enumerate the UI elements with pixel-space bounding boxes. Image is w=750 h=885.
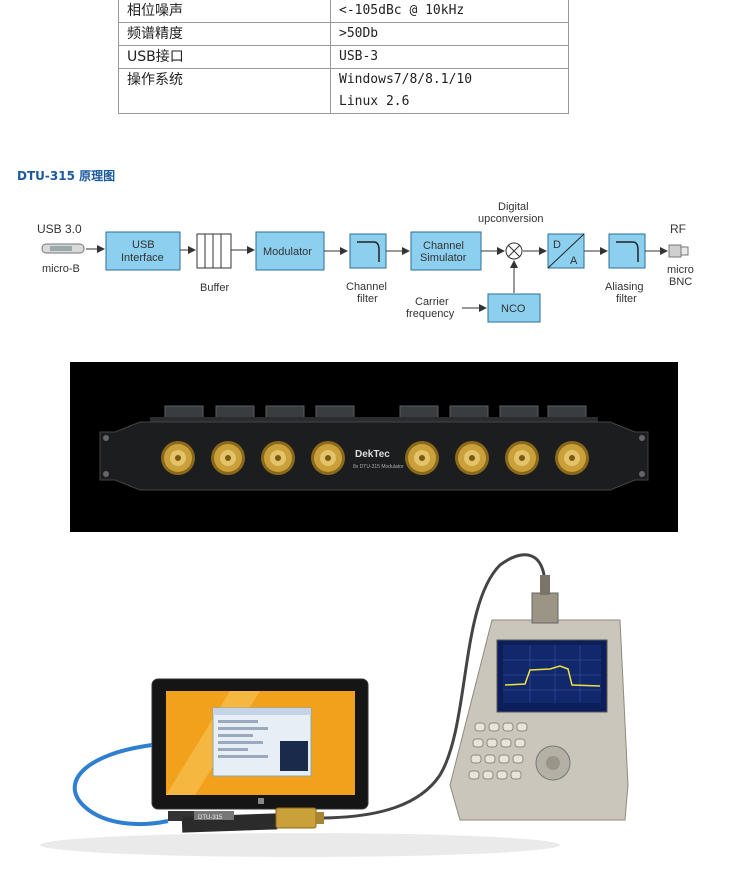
usb-cable [72,743,169,827]
buffer-block [196,233,232,269]
channel-filter-block [349,233,387,269]
bnc-connector-icon [161,441,195,475]
usb-label: USB 3.0 [37,222,82,236]
analyzer-key [486,738,498,748]
svg-text:Channel: Channel [423,240,464,252]
bnc-connector-icon [211,441,245,475]
carrier-frequency-label-1: Carrier [415,296,449,308]
spec-key: 相位噪声 [118,0,331,23]
analyzer-key [470,754,482,764]
spec-key: USB接口 [118,45,331,69]
spec-value-line: Windows7/8/8.1/10 [339,72,473,87]
analyzer-key [500,738,512,748]
bnc-connector-icon [668,244,689,258]
analyzer-key [510,770,522,780]
usb-interface-block: USB Interface [105,231,181,271]
digital-upconversion-label-2: upconversion [478,213,543,225]
rack-logo: DekTec [355,449,390,460]
spec-key: 操作系统 [118,68,331,114]
rf-label: RF [670,222,686,236]
analyzer-key [482,770,494,780]
spec-key: 频谱精度 [118,22,331,46]
analyzer-key [484,754,496,764]
dac-block: D A [547,233,585,269]
aliasing-filter-block [608,233,646,269]
windows-icon [258,798,264,804]
spec-row: 相位噪声 <-105dBc @ 10kHz [118,0,569,23]
analyzer-key [502,722,514,732]
rack-caption: 8x DTU-315 Modulator [353,464,404,470]
aliasing-filter-label-1: Aliasing [605,281,644,293]
bnc-connector-icon [455,441,489,475]
micro-bnc-label-1: micro [667,264,694,276]
analyzer-key [512,754,524,764]
aliasing-filter-label-2: filter [616,293,637,305]
svg-text:USB: USB [132,239,155,251]
modulator-block: Modulator [255,231,325,271]
svg-text:Interface: Interface [121,252,164,264]
mixer-icon [505,242,523,260]
tablet [151,678,369,810]
nco-block: NCO [487,293,541,323]
analyzer-key [514,738,526,748]
bnc-connector-icon [555,441,589,475]
analyzer-key [474,722,486,732]
analyzer-key [488,722,500,732]
usb-stick-device: DTU-315 [168,807,324,833]
usb-connector-icon [41,243,85,254]
svg-text:Modulator: Modulator [263,246,312,258]
spec-row: 频谱精度 >50Db [118,22,569,46]
coax-cable [323,553,547,820]
bnc-connector-icon [505,441,539,475]
spec-value: <-105dBc @ 10kHz [330,0,569,23]
rack-panel-photo: DekTec 8x DTU-315 Modulator [70,362,678,532]
svg-text:Simulator: Simulator [420,252,467,264]
spec-value: >50Db [330,22,569,46]
analyzer-key [472,738,484,748]
bnc-connector-icon [311,441,345,475]
block-diagram: USB 3.0 micro-B USB Interface Buffer Mod… [37,201,694,323]
carrier-frequency-label-2: frequency [406,308,455,320]
front-panel [99,421,649,491]
bnc-connector-icon [261,441,295,475]
svg-text:NCO: NCO [501,303,526,315]
spectrum-trace [504,665,601,687]
svg-text:DTU-315: DTU-315 [198,815,223,821]
micro-b-label: micro-B [42,263,80,275]
analyzer-key [498,754,510,764]
spec-value-line: <-105dBc @ 10kHz [339,3,465,18]
analyzer-key [516,722,528,732]
spec-row: USB接口 USB-3 [118,45,569,69]
channel-filter-label-1: Channel [346,281,387,293]
setup-photo: DTU-315 [0,545,750,885]
svg-text:D: D [553,239,561,251]
section-title: DTU-315 原理图 [17,169,116,183]
rack-connectors [161,441,589,475]
analyzer-key [468,770,480,780]
spec-value: USB-3 [330,45,569,69]
digital-upconversion-label-1: Digital [498,201,529,213]
svg-text:A: A [570,255,578,267]
channel-simulator-block: Channel Simulator [410,231,482,271]
spec-value-line: Linux 2.6 [339,94,410,109]
spec-value-line: >50Db [339,26,379,41]
micro-bnc-label-2: BNC [669,276,692,288]
buffer-label: Buffer [200,282,229,294]
spectrum-analyzer [449,575,629,821]
channel-filter-label-2: filter [357,293,378,305]
analyzer-key [496,770,508,780]
analyzer-keypad [468,722,528,780]
bnc-connector-icon [405,441,439,475]
spec-value-line: USB-3 [339,49,379,64]
